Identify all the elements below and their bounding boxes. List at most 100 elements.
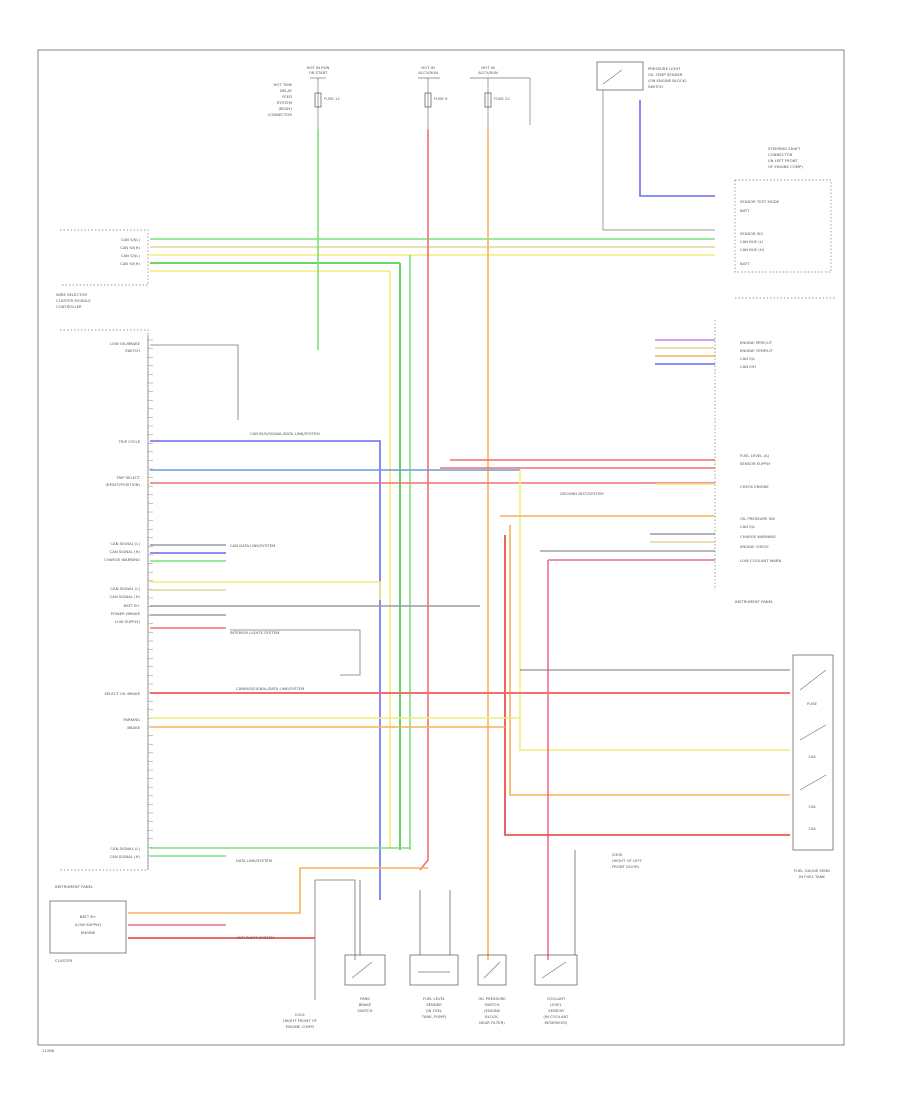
svg-text:CAN S/H: CAN S/H	[740, 364, 756, 369]
page-code: 11288	[42, 1048, 55, 1053]
svg-text:CHARGE WARNING: CHARGE WARNING	[104, 557, 140, 562]
svg-text:(RESET/POSITION): (RESET/POSITION)	[106, 482, 141, 487]
svg-text:(ON ENGINE BLOCK): (ON ENGINE BLOCK)	[648, 78, 687, 83]
pcm-pin-ticks	[148, 339, 153, 857]
svg-text:INTERIOR LIGHTS SYSTEM: INTERIOR LIGHTS SYSTEM	[230, 630, 279, 635]
svg-text:(IN LEFT FRONT: (IN LEFT FRONT	[768, 158, 798, 163]
svg-text:BRAKE: BRAKE	[127, 725, 140, 730]
svg-text:CONNECTOR: CONNECTOR	[268, 112, 293, 117]
svg-text:(IN FUEL: (IN FUEL	[426, 1008, 443, 1013]
svg-text:CAN DATA LINK/SYSTEM: CAN DATA LINK/SYSTEM	[230, 543, 275, 548]
svg-text:IN FUEL TANK: IN FUEL TANK	[799, 874, 825, 879]
svg-text:CAN S/L: CAN S/L	[740, 356, 756, 361]
ground-g101: G101 (RIGHT FRONT OF ENGINE COMP)	[283, 1012, 317, 1029]
svg-text:(RIGHT OF LEFT: (RIGHT OF LEFT	[612, 858, 643, 863]
svg-text:POWER (BRAKE: POWER (BRAKE	[111, 611, 141, 616]
instrument-panel-bottom: INSTRUMENT PANEL BATT B+ (LOW SUPPLY) EN…	[49, 884, 127, 963]
svg-text:FUSE: FUSE	[807, 701, 817, 706]
svg-text:HOT IN RUN: HOT IN RUN	[307, 65, 330, 70]
svg-text:OF ENGINE COMP): OF ENGINE COMP)	[768, 164, 803, 169]
diagram-frame	[37, 49, 845, 1046]
svg-text:BATT: BATT	[740, 208, 750, 213]
svg-text:ENGINE: ENGINE	[81, 930, 96, 935]
svg-text:(BODY): (BODY)	[278, 106, 292, 111]
svg-text:SWITCH: SWITCH	[125, 348, 140, 353]
svg-text:CAN SIGNAL (L): CAN SIGNAL (L)	[110, 586, 140, 591]
svg-text:CONNECTOR: CONNECTOR	[768, 152, 793, 157]
svg-text:BRAKE: BRAKE	[359, 1002, 372, 1007]
ground-loop	[150, 344, 361, 1000]
svg-text:SELECT OIL BRAKE: SELECT OIL BRAKE	[104, 691, 140, 696]
svg-text:G101: G101	[295, 1012, 306, 1017]
svg-text:CLUSTER MODULE: CLUSTER MODULE	[56, 298, 91, 303]
svg-text:CAN SIGNAL (L): CAN SIGNAL (L)	[110, 541, 140, 546]
switch-park-brake: PARK BRAKE SWITCH	[344, 954, 386, 1013]
svg-text:OIL TEMP SENDER: OIL TEMP SENDER	[648, 72, 683, 77]
svg-text:SWITCH: SWITCH	[485, 1002, 500, 1007]
fuel-gauge-sender-box: FUSE 10A 15A 20A FUEL GAUGE SEND IN FUEL…	[792, 654, 834, 879]
svg-text:FEED: FEED	[282, 94, 292, 99]
svg-text:BLOCK,: BLOCK,	[485, 1014, 499, 1019]
svg-text:BATT: BATT	[740, 261, 750, 266]
svg-text:SWITCH: SWITCH	[358, 1008, 373, 1013]
svg-text:DATA LINK/SYSTEM: DATA LINK/SYSTEM	[236, 858, 272, 863]
svg-text:CAN BUS (H): CAN BUS (H)	[740, 247, 765, 252]
svg-text:CONTROLLER: CONTROLLER	[56, 304, 82, 309]
svg-text:LEVEL: LEVEL	[550, 1002, 563, 1007]
svg-text:BATT B+: BATT B+	[80, 914, 96, 919]
pcm-module: WIRE SELECTOR CLUSTER MODULE CONTROLLER …	[56, 292, 153, 871]
svg-text:CAN S/I(H): CAN S/I(H)	[120, 245, 140, 250]
svg-text:GROUND DIST/SYSTEM: GROUND DIST/SYSTEM	[560, 491, 604, 496]
switch-coolant-level: COOLANT LEVEL SENSOR (IN COOLANT RESERVO…	[534, 954, 578, 1025]
svg-text:SENSOR TEST MODE: SENSOR TEST MODE	[740, 199, 780, 204]
svg-text:DELAY: DELAY	[280, 88, 293, 93]
svg-text:SWITCH: SWITCH	[648, 84, 663, 89]
svg-text:LOW COOLANT WARN: LOW COOLANT WARN	[740, 558, 782, 563]
fuse-hot-in-accy-run-2: HOT IN ACCY/RUN FUSE 22	[470, 65, 531, 130]
svg-text:NEAR FILTER): NEAR FILTER)	[479, 1020, 505, 1025]
svg-text:CHARGE WARNING: CHARGE WARNING	[740, 534, 776, 539]
top-fuse-group: HOT IN RUN OR START FUSE 12 HOT IN ACCY/…	[307, 65, 531, 130]
fuse-hot-in-accy-run-1: HOT IN ACCY/RUN FUSE 9	[418, 65, 448, 130]
svg-text:FUEL LEVEL: FUEL LEVEL	[423, 996, 446, 1001]
top-left-can-connector: CAN S/I(L) CAN S/I(H) CAN S/I(L) CAN S/I…	[60, 229, 149, 286]
svg-text:FUSE 12: FUSE 12	[324, 96, 340, 101]
svg-text:ENGINE PERF/LIT: ENGINE PERF/LIT	[740, 340, 773, 345]
svg-text:(ENGINE: (ENGINE	[484, 1008, 501, 1013]
svg-text:CHECK ENGINE: CHECK ENGINE	[740, 484, 769, 489]
svg-text:SENDER: SENDER	[426, 1002, 442, 1007]
svg-text:COOLANT: COOLANT	[547, 996, 566, 1001]
svg-text:FRONT DOOR): FRONT DOOR)	[612, 864, 640, 869]
svg-text:SENSOR SUPPLY: SENSOR SUPPLY	[740, 461, 771, 466]
svg-text:HOT IN: HOT IN	[481, 65, 494, 70]
svg-text:CAN BUS (L): CAN BUS (L)	[740, 239, 764, 244]
svg-text:CAN SIGNAL (H): CAN SIGNAL (H)	[110, 854, 141, 859]
svg-text:CLUSTER: CLUSTER	[55, 958, 72, 963]
svg-text:TRIP CYCLE: TRIP CYCLE	[118, 439, 141, 444]
switch-fuel-level: FUEL LEVEL SENDER (IN FUEL TANK, PUMP)	[409, 954, 459, 1019]
wire-notes: CAN BUS/SIGNAL/DATA LINK/SYSTEM CANBUS/S…	[230, 431, 604, 940]
svg-text:(LOW SUPPLY): (LOW SUPPLY)	[75, 922, 102, 927]
svg-text:SYSTEM: SYSTEM	[277, 100, 292, 105]
switch-oil-pressure: OIL PRESSURE SWITCH (ENGINE BLOCK, NEAR …	[477, 954, 507, 1025]
steering-shaft-connector: STEERING SHAFT CONNECTOR (IN LEFT FRONT …	[734, 146, 832, 273]
svg-text:PARKING: PARKING	[123, 717, 140, 722]
svg-text:RESERVOIR): RESERVOIR)	[544, 1020, 568, 1025]
svg-text:ACCY/RUN: ACCY/RUN	[478, 70, 498, 75]
svg-text:CAN S/I(L): CAN S/I(L)	[121, 253, 141, 258]
svg-text:ANTI-THEFT SYSTEM: ANTI-THEFT SYSTEM	[236, 935, 274, 940]
svg-text:(IN COOLANT: (IN COOLANT	[543, 1014, 569, 1019]
svg-text:CAN SIGNAL (H): CAN SIGNAL (H)	[110, 594, 141, 599]
wire-harness	[128, 100, 790, 960]
svg-text:HOT IN: HOT IN	[421, 65, 434, 70]
svg-text:G300: G300	[612, 852, 623, 857]
svg-text:LOW SUPPLY): LOW SUPPLY)	[115, 619, 141, 624]
svg-text:BATT B+: BATT B+	[124, 603, 140, 608]
svg-text:OIL PRESSURE SW: OIL PRESSURE SW	[740, 516, 775, 521]
svg-text:15A: 15A	[808, 804, 816, 809]
svg-text:TRIP SELECT: TRIP SELECT	[115, 475, 141, 480]
svg-text:ACCY/RUN: ACCY/RUN	[418, 70, 438, 75]
svg-text:FUSE 22: FUSE 22	[494, 96, 510, 101]
svg-text:INSTRUMENT PANEL: INSTRUMENT PANEL	[735, 599, 774, 604]
